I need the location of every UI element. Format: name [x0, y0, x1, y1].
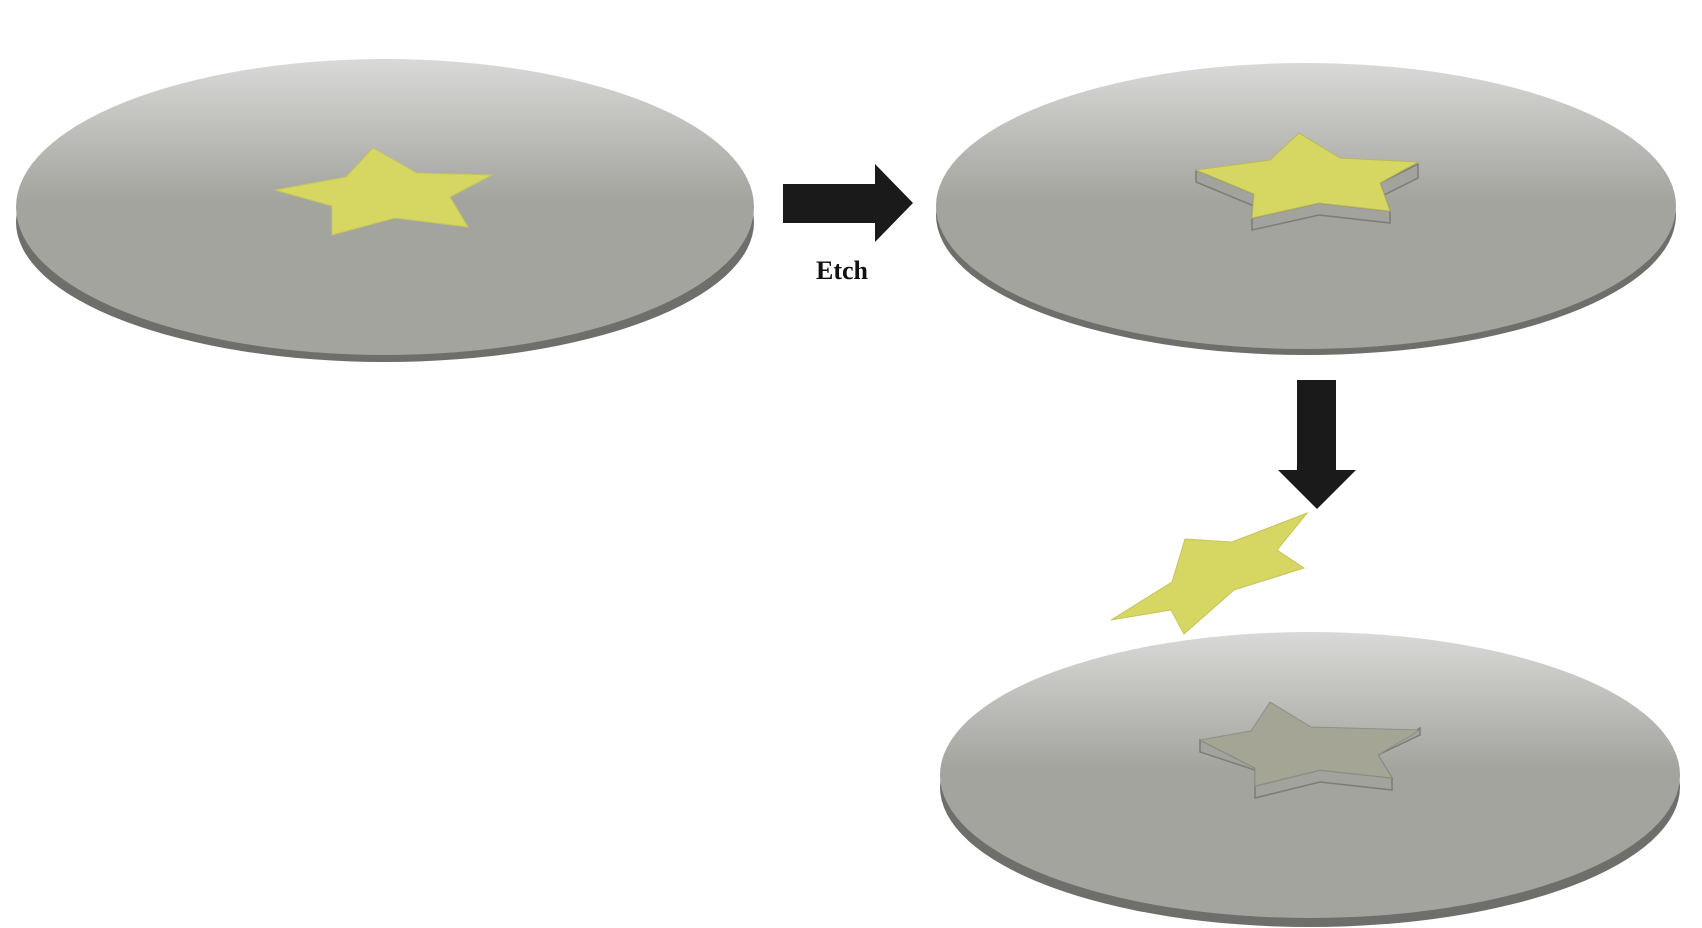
wafer-with-etched-star: [936, 63, 1676, 355]
wafer-with-star-pattern: [16, 59, 754, 362]
etched-pit: [1198, 701, 1422, 787]
release-arrow-shape: [1278, 380, 1356, 509]
etch-arrow-shape: [783, 164, 913, 242]
star-pattern: [274, 147, 494, 236]
etched-star-top: [1194, 132, 1420, 219]
release-arrow: [1278, 380, 1356, 509]
etch-label: Etch: [816, 256, 869, 285]
etch-arrow: Etch: [783, 164, 913, 285]
star-released-from-wafer: [940, 511, 1680, 927]
released-star: [1110, 511, 1309, 635]
